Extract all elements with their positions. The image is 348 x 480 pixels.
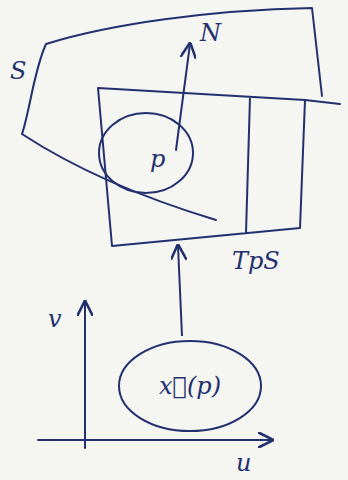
- node-label: TpS: [232, 248, 280, 274]
- tangent-plane: TpS p: [95, 85, 343, 275]
- neighbourhood-circle-shape: [98, 112, 194, 194]
- surface-outline-shape: [5, 0, 340, 225]
- mapping-arrow: [178, 246, 182, 336]
- axis-label: v: [48, 306, 62, 332]
- node-label: x⃗(p): [159, 373, 221, 399]
- node-label: S: [10, 58, 26, 84]
- neighbourhood-circle: p: [98, 112, 194, 194]
- surface-outline: S: [5, 0, 340, 225]
- v-axis: [84, 302, 86, 448]
- u-axis: [38, 439, 272, 441]
- plane-edge: [98, 88, 340, 246]
- circle-outline: [119, 341, 261, 431]
- surface-edge: [22, 8, 322, 220]
- tangent-plane-shape: [95, 85, 343, 275]
- node-label: p: [150, 146, 165, 172]
- normal-label: N: [200, 20, 221, 46]
- parameter-domain: x⃗(p): [118, 340, 262, 432]
- axis-label: u: [236, 450, 251, 476]
- circle-outline: [99, 113, 193, 193]
